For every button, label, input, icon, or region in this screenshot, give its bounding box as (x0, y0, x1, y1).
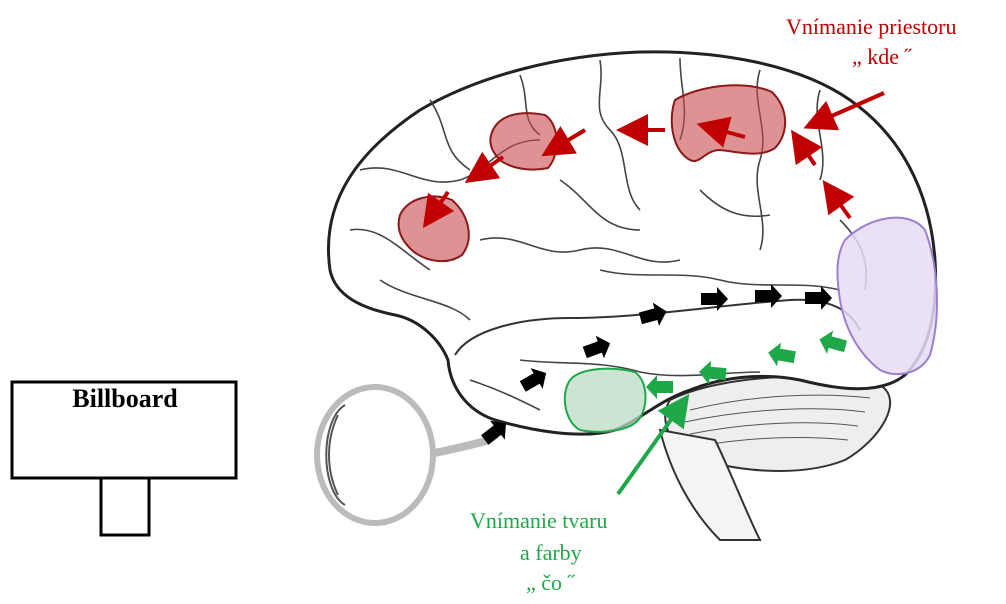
where-label-line1: Vnímanie priestoru (786, 14, 956, 40)
what-label-line1: Vnímanie tvaru (470, 508, 607, 534)
temporal-visual-region (565, 369, 646, 432)
where-label-line2: „ kde ˝ (852, 44, 912, 70)
billboard-post (101, 478, 149, 535)
eye-icon (317, 387, 490, 523)
parietal-region-large (672, 85, 785, 161)
billboard-label: Billboard (14, 384, 236, 414)
what-label-line3: „ čo ˝ (526, 570, 575, 596)
what-label-line2: a farby (520, 540, 582, 566)
